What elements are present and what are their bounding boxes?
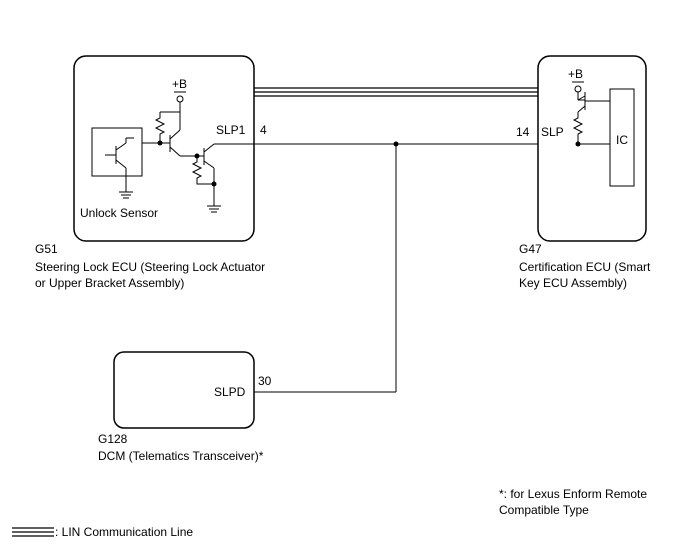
power-terminal-icon xyxy=(174,91,186,112)
ground-icon xyxy=(207,205,221,213)
transistor-1-icon xyxy=(169,112,204,157)
dcm-code: G128 xyxy=(98,432,128,446)
lin-legend-icon xyxy=(12,527,54,537)
base-resistor-icon xyxy=(191,156,214,185)
ic-transistor-icon xyxy=(577,92,610,113)
ic-label: IC xyxy=(616,133,628,147)
slp-signal-wire xyxy=(254,141,538,393)
steering-ecu-name-line2: or Upper Bracket Assembly) xyxy=(35,276,184,290)
power-terminal-icon xyxy=(572,81,585,101)
certification-ecu-code: G47 xyxy=(519,242,542,256)
certification-ecu-box xyxy=(537,55,647,242)
steering-power-label: +B xyxy=(172,77,187,91)
dcm-pin-name: SLPD xyxy=(214,385,246,399)
transistor-2-icon xyxy=(203,143,254,206)
footnote-line1: *: for Lexus Enform Remote xyxy=(499,487,647,501)
steering-lock-ecu-box xyxy=(73,55,255,242)
unlock-sensor-box xyxy=(91,127,143,177)
dcm-pin-number: 30 xyxy=(258,374,272,388)
ic-block xyxy=(609,88,635,187)
ground-icon xyxy=(119,191,133,199)
certification-pin-name: SLP xyxy=(541,125,564,139)
pullup-resistor-icon xyxy=(572,112,584,144)
steering-lock-ecu: +B xyxy=(73,55,255,242)
pullup-resistor-icon xyxy=(154,112,166,143)
steering-pin-name: SLP1 xyxy=(216,123,246,137)
dcm-box xyxy=(113,351,255,429)
steering-ecu-name-line1: Steering Lock ECU (Steering Lock Actuato… xyxy=(35,260,265,274)
sensor-transistor-symbol xyxy=(105,137,134,192)
unlock-sensor-label: Unlock Sensor xyxy=(80,206,158,220)
certification-pin-number: 14 xyxy=(516,125,530,139)
certification-ecu-name-line2: Key ECU Assembly) xyxy=(519,276,627,290)
dcm-ecu: SLPD xyxy=(113,351,255,429)
steering-pin-number: 4 xyxy=(260,123,267,137)
certification-ecu: +B IC SLP xyxy=(537,55,647,242)
footnote-line2: Compatible Type xyxy=(499,503,589,517)
steering-ecu-code: G51 xyxy=(35,242,58,256)
lin-communication-line xyxy=(254,87,538,97)
lin-legend-label: : LIN Communication Line xyxy=(55,525,193,539)
dcm-name: DCM (Telematics Transceiver)* xyxy=(98,449,264,463)
certification-ecu-name-line1: Certification ECU (Smart xyxy=(519,260,651,274)
certification-power-label: +B xyxy=(568,67,583,81)
